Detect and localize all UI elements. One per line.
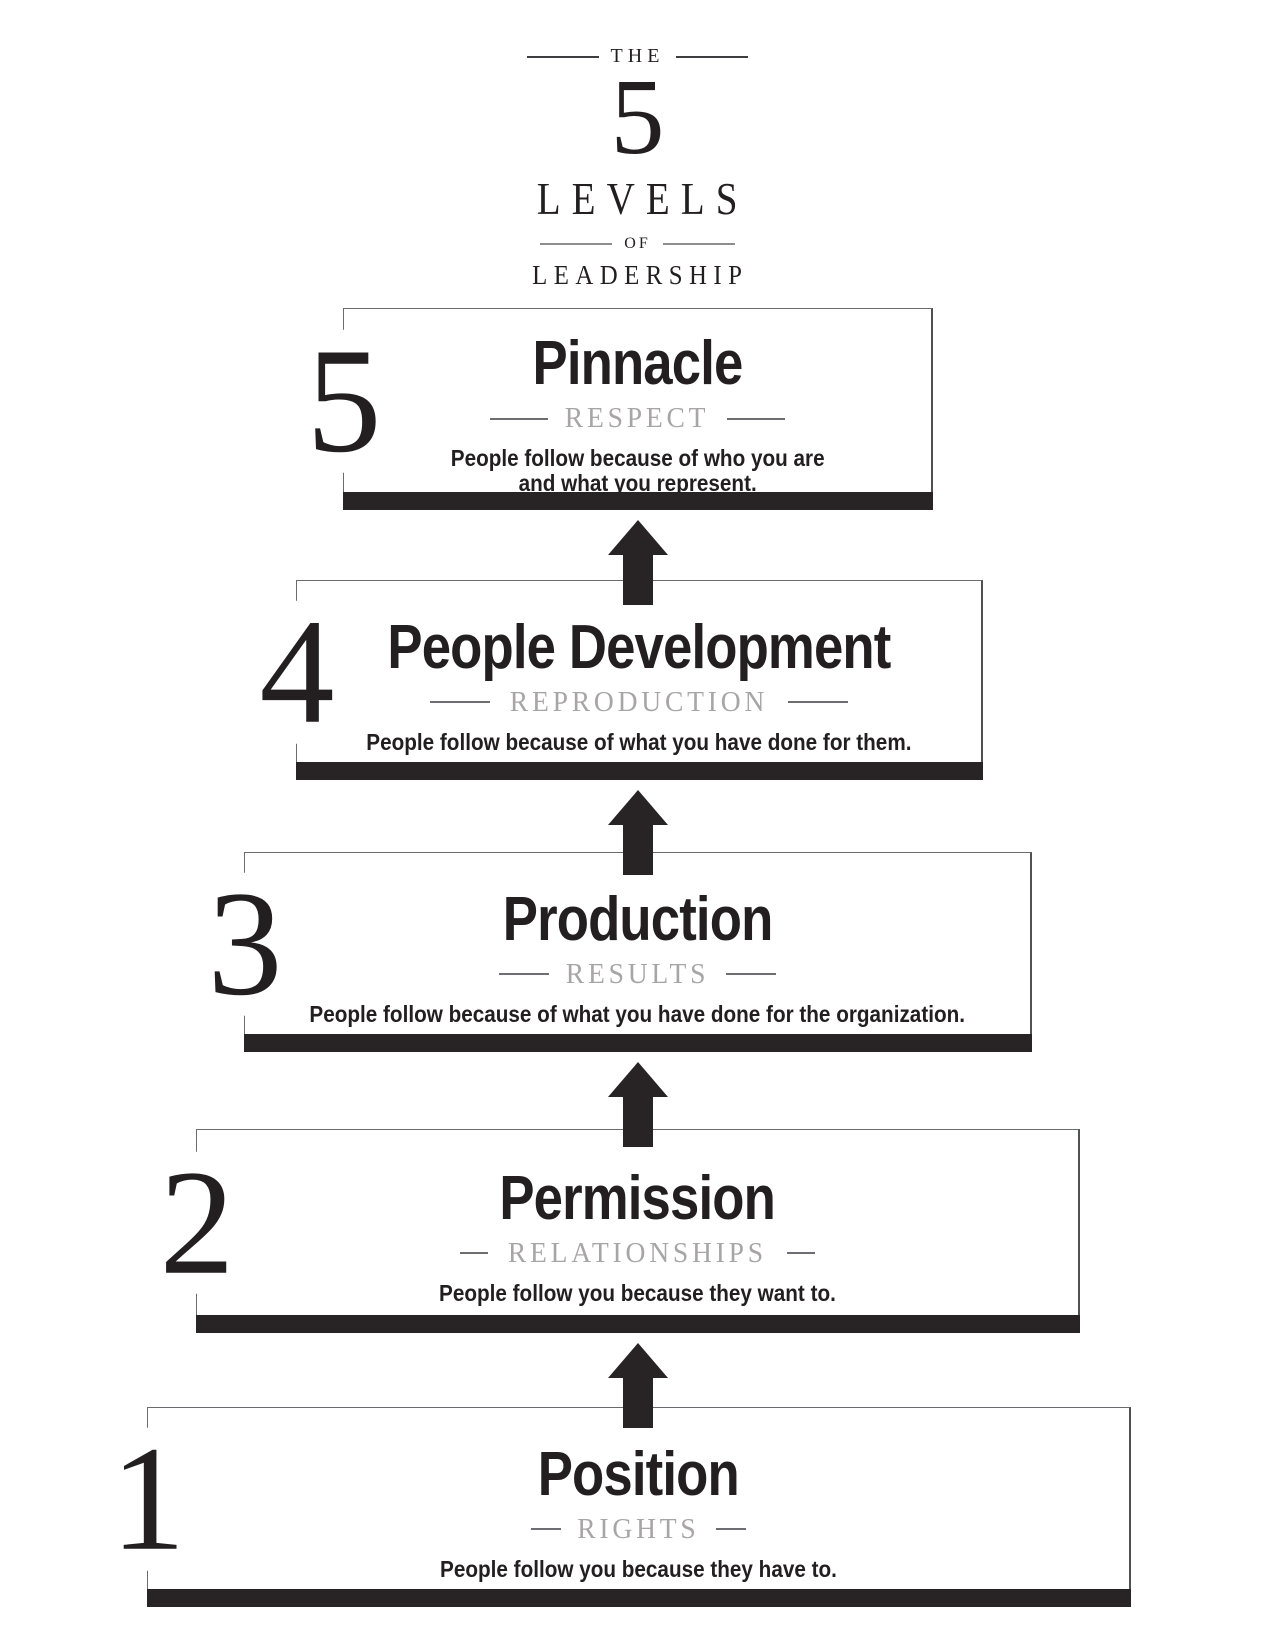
logo-rule-right [676,56,749,58]
level-4-base-bar [296,762,983,780]
level-3-production-box: 3 Production RESULTS People follow becau… [199,852,1032,1052]
subtitle-rule-right [786,1252,815,1255]
level-4-subtitle: REPRODUCTION [509,685,769,718]
up-arrow [608,1343,668,1428]
up-arrow-head [608,520,668,555]
up-arrow-shaft [623,1097,653,1147]
up-arrow-head [608,1343,668,1378]
description-line: People follow because of who you are [450,445,825,472]
logo-of-row: OF [540,235,735,253]
level-4-number: 4 [251,597,343,747]
level-1-title: Position [537,1439,740,1509]
level-5-content: Pinnacle RESPECT People follow because o… [344,309,931,509]
level-3-number: 3 [199,869,291,1019]
level-1-subtitle: RIGHTS [577,1512,700,1545]
logo-number-5: 5 [610,58,665,177]
level-2-content: Permission RELATIONSHIPS People follow y… [197,1130,1078,1332]
level-4-people-development-box: 4 People Development REPRODUCTION People… [251,580,983,780]
up-arrow [608,1062,668,1147]
level-1-position-box: 1 Position RIGHTS People follow you beca… [102,1407,1131,1607]
level-3-subtitle-row: RESULTS [498,957,777,990]
level-2-subtitle-row: RELATIONSHIPS [460,1236,815,1269]
logo-of: OF [624,235,651,253]
level-3-base-bar [244,1034,1032,1052]
level-2-base-bar [196,1315,1080,1333]
subtitle-rule-right [715,1528,746,1531]
level-5-subtitle-row: RESPECT [490,402,785,435]
subtitle-rule-right [726,417,785,420]
logo-levels: LEVELS [537,173,749,225]
level-2-description: People follow you because they want to. [439,1279,836,1306]
subtitle-rule-left [430,701,491,704]
level-3-description: People follow because of what you have d… [309,1000,966,1027]
level-1-description: People follow you because they have to. [440,1555,837,1582]
logo-rule-left [540,243,613,246]
subtitle-rule-left [490,417,549,420]
up-arrow-shaft [623,825,653,875]
up-arrow-head [608,1062,668,1097]
up-arrow-shaft [623,555,653,605]
level-1-content: Position RIGHTS People follow you becaus… [148,1408,1129,1606]
level-3-title: Production [502,884,773,954]
level-5-number: 5 [298,326,390,475]
up-arrow [608,520,668,605]
subtitle-rule-left [531,1528,562,1531]
level-5-title: Pinnacle [532,329,744,399]
level-4-title: People Development [387,612,891,682]
description-line: and what you represent. [518,470,757,497]
logo-rule-left [526,56,599,58]
up-arrow-shaft [623,1378,653,1428]
level-4-subtitle-row: REPRODUCTION [430,685,848,718]
up-arrow-head [608,790,668,825]
level-3-subtitle: RESULTS [565,957,710,990]
subtitle-rule-left [460,1252,489,1255]
subtitle-rule-left [498,973,549,976]
level-1-number: 1 [102,1424,194,1574]
level-3-content: Production RESULTS People follow because… [245,853,1030,1051]
subtitle-rule-right [726,973,777,976]
level-5-subtitle: RESPECT [565,402,710,435]
up-arrow [608,790,668,875]
level-2-permission-box: 2 Permission RELATIONSHIPS People follow… [151,1129,1080,1333]
logo-five-levels-of-leadership: THE 5 LEVELS OF LEADERSHIP [0,46,1275,289]
level-4-content: People Development REPRODUCTION People f… [297,581,981,779]
logo-leadership: LEADERSHIP [532,260,749,291]
logo-the-row: THE [526,45,749,68]
level-2-title: Permission [499,1163,776,1233]
level-4-description: People follow because of what you have d… [366,728,912,755]
level-5-pinnacle-box: 5 Pinnacle RESPECT People follow because… [298,308,933,510]
level-2-number: 2 [151,1148,243,1297]
level-1-subtitle-row: RIGHTS [531,1512,746,1545]
level-2-subtitle: RELATIONSHIPS [507,1236,768,1269]
logo-the: THE [610,45,665,67]
level-1-base-bar [147,1589,1131,1607]
level-5-base-bar [343,492,933,510]
logo-rule-right [662,243,735,246]
subtitle-rule-right [787,701,848,704]
